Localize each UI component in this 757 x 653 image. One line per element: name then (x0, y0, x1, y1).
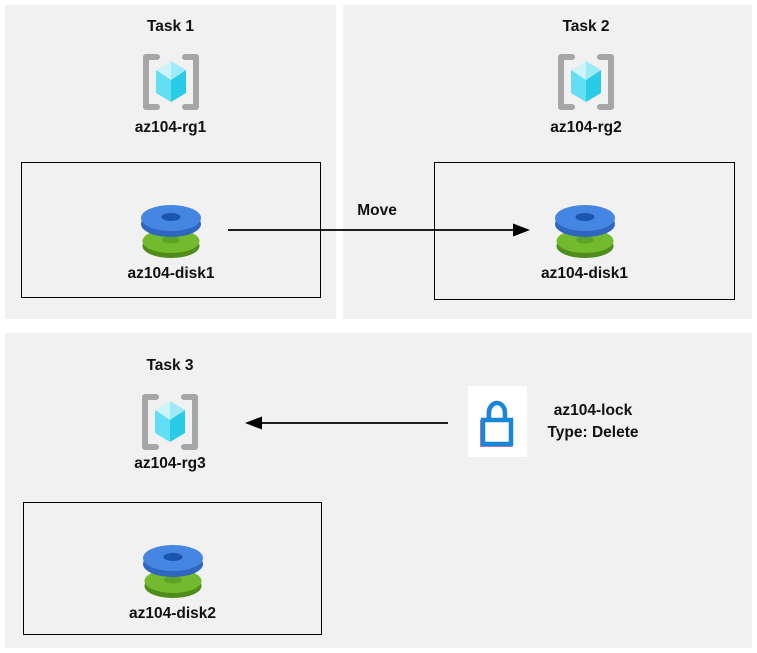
resource-group-label: az104-rg2 (550, 119, 622, 136)
disk-container-box: az104-disk1 (434, 162, 735, 300)
disk-label: az104-disk1 (540, 265, 629, 282)
lock-icon-box (468, 386, 527, 457)
task3-panel: Task 3 az104-rg3 az104-disk2 (5, 333, 752, 648)
task2-panel: Task 2 az104-rg2 az104-disk1 (343, 5, 752, 319)
resource-group-icon (138, 393, 202, 451)
disk-icon (142, 545, 203, 598)
disk-icon (141, 205, 201, 258)
disk-label: az104-disk2 (128, 605, 217, 622)
resource-group-icon (554, 53, 618, 111)
task1-panel: Task 1 az104-rg1 az104-disk1 (5, 5, 336, 319)
lock-type-label: Type: Delete (547, 424, 639, 441)
lock-annotation: az104-lock Type: Delete (533, 400, 653, 444)
move-label: Move (357, 202, 397, 219)
resource-group-label: az104-rg1 (134, 119, 207, 136)
task2-title: Task 2 (562, 18, 610, 35)
resource-group-icon (139, 53, 203, 111)
task1-title: Task 1 (146, 18, 195, 35)
resource-group-label: az104-rg3 (134, 455, 206, 472)
disk-container-box: az104-disk2 (23, 502, 322, 635)
task3-title: Task 3 (146, 357, 194, 374)
disk-label: az104-disk1 (127, 265, 215, 282)
lock-icon (480, 400, 514, 447)
lock-name-label: az104-lock (553, 402, 633, 419)
disk-icon (554, 205, 615, 258)
disk-container-box: az104-disk1 (21, 162, 321, 298)
